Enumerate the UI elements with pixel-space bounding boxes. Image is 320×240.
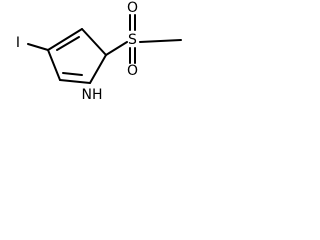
bond-c2-c3 — [81, 28, 107, 56]
bond-c4-c5 — [47, 49, 61, 81]
bond-c3-c4 — [47, 28, 83, 51]
bond-c4-iodine — [27, 43, 49, 51]
sulfur-atom-label: S — [128, 32, 137, 48]
bond-c2-sulfur — [105, 41, 128, 56]
molecule-structure-diagram: I S O O NH — [16, 0, 182, 103]
iodine-atom-label: I — [16, 35, 20, 51]
oxygen-top-atom-label: O — [127, 0, 138, 16]
bond-c5-n1-inner — [62, 72, 83, 76]
bond-c3-c4-inner — [56, 36, 80, 51]
bond-n1-c2 — [89, 54, 107, 84]
nh-atom-label: NH — [82, 87, 103, 103]
bond-c5-n1 — [59, 79, 91, 84]
oxygen-bottom-atom-label: O — [127, 63, 138, 79]
bond-sulfur-methyl — [139, 39, 182, 43]
